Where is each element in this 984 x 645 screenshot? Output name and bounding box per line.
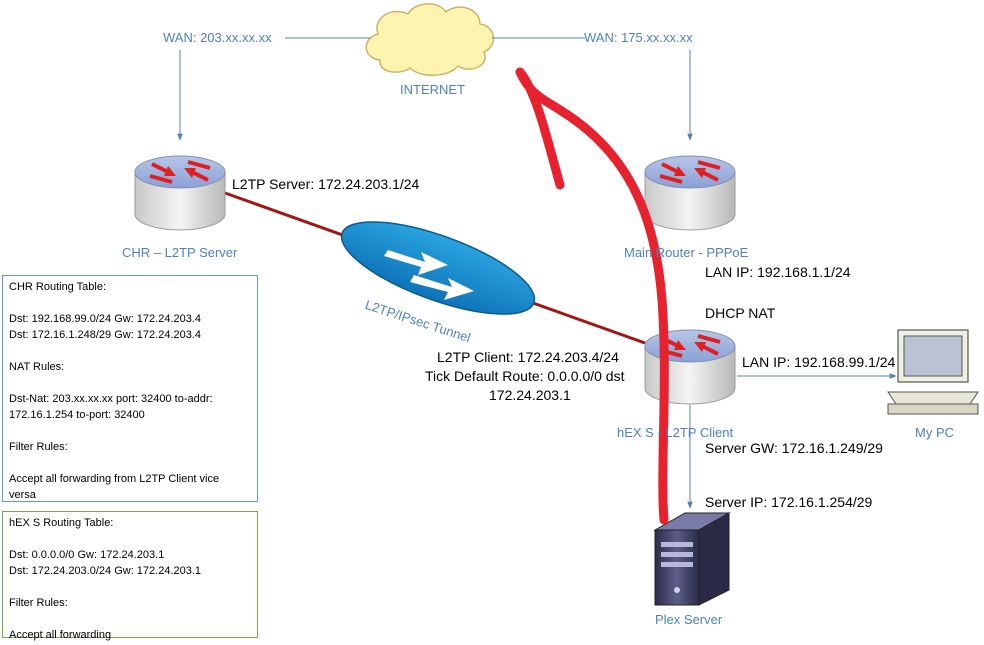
chr-box-line: Dst-Nat: 203.xx.xx.xx port: 32400 to-add… <box>9 393 213 405</box>
server-gw-label: Server GW: 172.16.1.249/29 <box>705 440 883 456</box>
chr-router-icon <box>133 154 227 232</box>
chr-box-line: Dst: 192.168.99.0/24 Gw: 172.24.203.4 <box>9 313 202 325</box>
chr-box-line <box>9 423 251 439</box>
red-annotation-arrow <box>515 67 669 525</box>
hex-box-line: hEX S Routing Table: <box>9 517 114 529</box>
hex-lan-label: LAN IP: 192.168.99.1/24 <box>742 354 896 370</box>
chr-box-line <box>9 343 251 359</box>
main-router-icon <box>643 154 737 232</box>
hex-box-line <box>9 611 251 627</box>
l2tp-client-line2: Tick Default Route: 0.0.0.0/0 dst <box>425 368 625 384</box>
hex-box-line <box>9 531 251 547</box>
chr-box-line <box>9 375 251 391</box>
l2tp-client-line3: 172.24.203.1 <box>489 387 571 403</box>
l2tp-client-line1: L2TP Client: 172.24.203.4/24 <box>437 349 619 365</box>
chr-box-line: versa <box>9 489 36 501</box>
hex-box-line: Dst: 0.0.0.0/0 Gw: 172.24.203.1 <box>9 549 165 561</box>
server-icon <box>653 512 731 606</box>
mypc-label: My PC <box>915 425 954 440</box>
main-router-label: Main Router - PPPoE <box>624 245 749 260</box>
hex-box-line <box>9 579 251 595</box>
chr-box-line: Filter Rules: <box>9 441 68 453</box>
chr-box-line: Accept all forwarding from L2TP Client v… <box>9 473 220 485</box>
chr-box-line: CHR Routing Table: <box>9 281 107 293</box>
server-ip-label: Server IP: 172.16.1.254/29 <box>705 494 873 510</box>
l2tp-server-label: L2TP Server: 172.24.203.1/24 <box>232 176 420 192</box>
hex-routing-box: hEX S Routing Table: Dst: 0.0.0.0/0 Gw: … <box>2 511 258 641</box>
chr-box-line: NAT Rules: <box>9 361 65 373</box>
main-lan-label: LAN IP: 192.168.1.1/24 <box>705 264 851 280</box>
hex-box-line: Accept all forwarding <box>9 629 112 641</box>
hex-box-line: Filter Rules: <box>9 597 68 609</box>
hex-box-line: Dst: 172.24.203.0/24 Gw: 172.24.203.1 <box>9 565 202 577</box>
dhcp-nat-label: DHCP NAT <box>705 305 776 321</box>
wan-left-label: WAN: 203.xx.xx.xx <box>163 30 272 45</box>
hex-label: hEX S - L2TP Client <box>617 425 734 440</box>
chr-box-line: 172.16.1.254 to-port: 32400 <box>9 409 145 421</box>
internet-cloud-icon <box>365 3 494 76</box>
chr-box-line: Dst: 172.16.1.248/29 Gw: 172.24.203.4 <box>9 329 202 341</box>
pc-icon <box>887 329 979 415</box>
chr-routing-box: CHR Routing Table: Dst: 192.168.99.0/24 … <box>2 275 258 502</box>
hex-router-icon <box>643 328 737 406</box>
internet-label: INTERNET <box>400 82 465 97</box>
chr-label: CHR – L2TP Server <box>122 245 238 260</box>
tunnel-icon <box>340 221 536 315</box>
chr-box-line <box>9 455 251 471</box>
plex-label: Plex Server <box>655 612 723 627</box>
wan-right-label: WAN: 175.xx.xx.xx <box>584 30 693 45</box>
chr-box-line <box>9 295 251 311</box>
